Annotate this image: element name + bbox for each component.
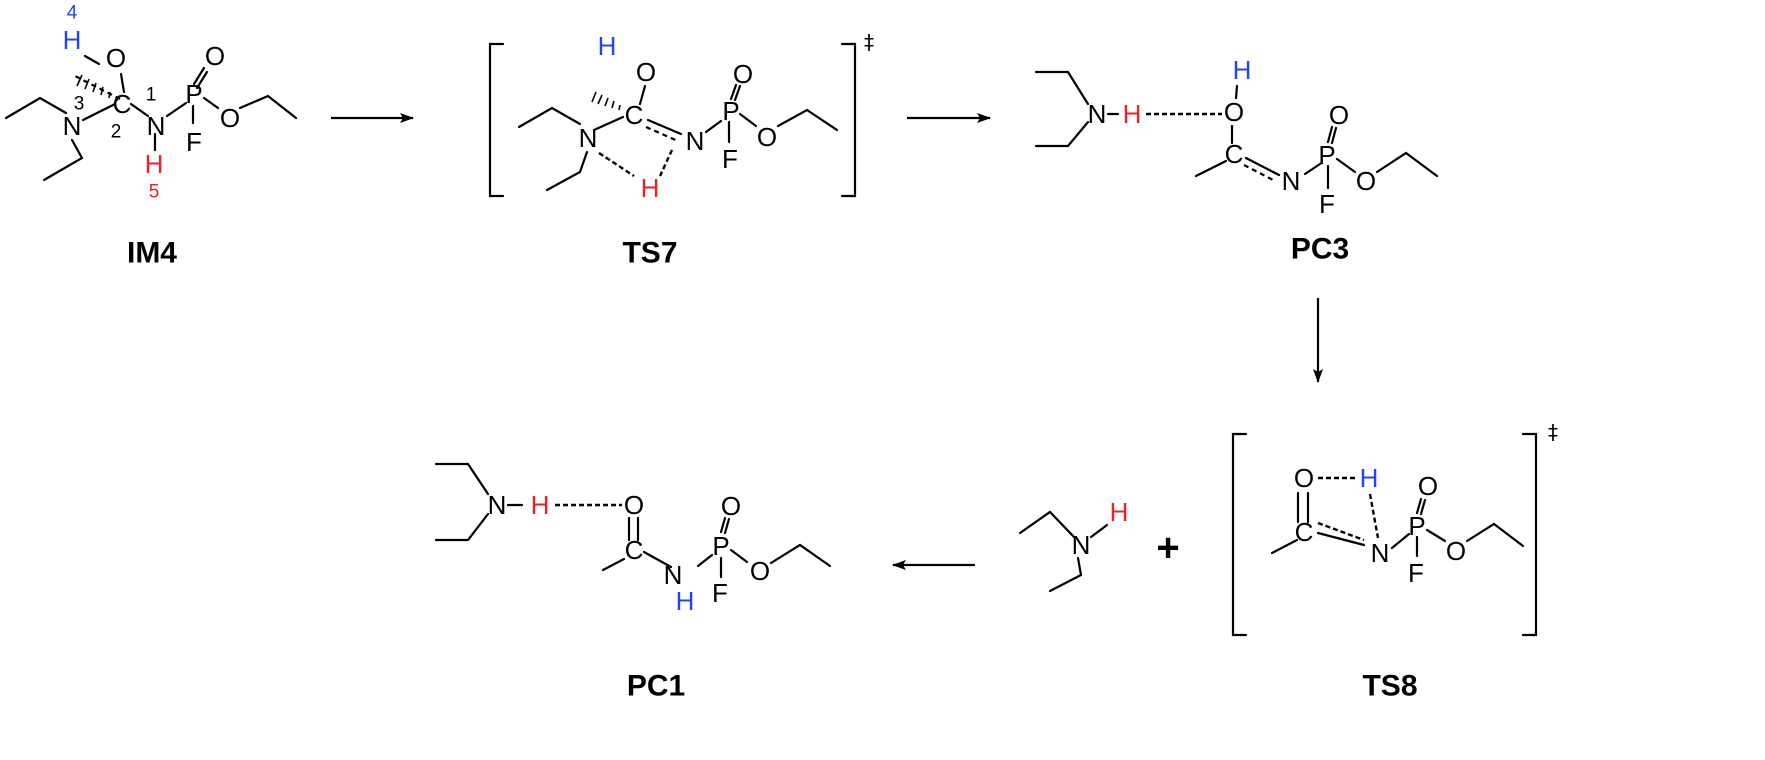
dagger-ts8: ‡	[1548, 420, 1558, 444]
atom-n: N	[1088, 99, 1107, 129]
atom-p: P	[712, 531, 729, 561]
label-pc3: PC3	[1291, 233, 1349, 266]
atom-h-blue: H	[676, 586, 695, 616]
atom-f: F	[712, 578, 728, 608]
atom-o: O	[636, 57, 656, 87]
atom-p: P	[1408, 511, 1425, 541]
atom-f: F	[722, 144, 738, 174]
atom-h-blue: H	[63, 25, 82, 55]
atom-h-red: H	[1123, 99, 1142, 129]
number-5: 5	[149, 182, 160, 203]
atom-n: N	[1072, 530, 1091, 560]
atom-h-red: H	[531, 490, 550, 520]
bracket-left	[1231, 432, 1248, 637]
molecule-diethylamine: N H	[1018, 497, 1129, 593]
bracket-right	[1521, 432, 1538, 637]
atom-n: N	[63, 111, 82, 141]
atom-h-red: H	[1110, 497, 1129, 527]
label-pc1: PC1	[627, 670, 685, 703]
bracket-left	[488, 42, 505, 198]
atom-o: O	[733, 59, 753, 89]
atom-f: F	[186, 127, 202, 157]
atom-n: N	[147, 111, 166, 141]
atom-o: O	[1446, 536, 1466, 566]
atom-h-blue: H	[598, 31, 617, 61]
atom-c: C	[625, 535, 644, 565]
atom-c: C	[625, 100, 644, 130]
atom-o: O	[1418, 471, 1438, 501]
atom-h-red: H	[641, 173, 660, 203]
atom-o: O	[1294, 463, 1314, 493]
atom-o: O	[757, 122, 777, 152]
atom-n: N	[488, 490, 507, 520]
molecule-pc1: N H O C N H P O O F PC1	[434, 462, 832, 703]
atom-n: N	[664, 560, 683, 590]
number-2: 2	[111, 122, 122, 143]
label-ts8: TS8	[1362, 670, 1417, 703]
atom-o: O	[1356, 166, 1376, 196]
number-3: 3	[74, 94, 85, 115]
hashed-wedge	[76, 74, 118, 101]
atom-o: O	[106, 43, 126, 73]
atom-o: O	[1329, 100, 1349, 130]
molecule-ts7: ‡ N C O H N H P O O F TS7	[488, 30, 874, 270]
atom-o: O	[205, 41, 225, 71]
atom-h-red: H	[145, 149, 164, 179]
label-ts7: TS7	[622, 237, 677, 270]
atom-n: N	[1371, 538, 1390, 568]
atom-o: O	[1224, 97, 1244, 127]
molecule-im4: N C O H 4 N H 5 P O O F 3 2 1 IM4	[4, 3, 298, 270]
atom-o: O	[624, 490, 644, 520]
atom-o: O	[750, 556, 770, 586]
atom-p: P	[1318, 140, 1335, 170]
atom-c: C	[113, 89, 132, 119]
atom-c: C	[1295, 517, 1314, 547]
plus-sign: +	[1156, 526, 1179, 570]
molecule-pc3: N H O H C N P O O F PC3	[1034, 55, 1439, 266]
atom-p: P	[185, 79, 202, 109]
number-1: 1	[146, 85, 157, 106]
atom-h-blue: H	[1233, 55, 1252, 85]
atom-o: O	[721, 491, 741, 521]
molecule-ts8: ‡ O H C N P O O F TS8	[1231, 420, 1558, 703]
atom-c: C	[1225, 139, 1244, 169]
atom-f: F	[1319, 189, 1335, 219]
atom-p: P	[722, 96, 739, 126]
bracket-right	[840, 42, 857, 198]
atom-f: F	[1408, 558, 1424, 588]
label-im4: IM4	[127, 237, 177, 270]
atom-n: N	[1282, 166, 1301, 196]
atom-o: O	[220, 103, 240, 133]
dagger-ts7: ‡	[864, 30, 874, 54]
number-4: 4	[67, 3, 78, 24]
atom-n: N	[579, 123, 598, 153]
atom-h-blue: H	[1360, 463, 1379, 493]
atom-n: N	[686, 126, 705, 156]
hashed-wedge	[591, 91, 621, 111]
